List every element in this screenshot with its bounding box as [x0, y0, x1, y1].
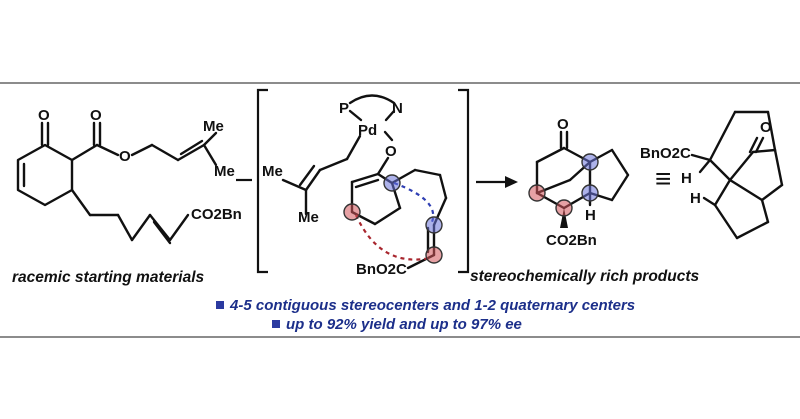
- enolate-oxygen-label: O: [385, 143, 397, 160]
- cage-hydrogen-label-1: H: [681, 170, 692, 187]
- product-structure: O H CO2Bn: [528, 116, 630, 249]
- bullet-marker: [272, 320, 280, 328]
- ester-oxygen-label: O: [90, 107, 102, 124]
- red-atom-marker: [555, 199, 573, 217]
- ether-oxygen-label: O: [119, 148, 131, 165]
- red-atom-marker: [343, 203, 361, 221]
- blue-atom-marker: [425, 216, 443, 234]
- nitrogen-label: N: [392, 100, 403, 117]
- ester-label-cage: BnO2C: [640, 145, 691, 162]
- blue-atom-marker: [383, 174, 401, 192]
- bullet-marker: [216, 301, 224, 309]
- bullet-stereocenters: 4-5 contiguous stereocenters and 1-2 qua…: [229, 297, 635, 314]
- red-atom-marker: [425, 246, 443, 264]
- blue-atom-marker: [581, 153, 599, 171]
- caption-products: stereochemically rich products: [470, 268, 700, 285]
- equivalence-sign: ≡: [655, 163, 671, 194]
- red-atom-marker: [528, 184, 546, 202]
- ester-label-intermediate: BnO2C: [356, 261, 407, 278]
- blue-atom-marker: [581, 184, 599, 202]
- product-oxygen-label: O: [557, 116, 569, 133]
- caption-starting-materials: racemic starting materials: [12, 269, 205, 286]
- methyl-bottom-label: Me: [214, 163, 235, 180]
- bullet-yield-ee: up to 92% yield and up to 97% ee: [286, 316, 522, 333]
- palladium-label: Pd: [358, 122, 377, 139]
- methyl-top-label: Me: [203, 118, 224, 135]
- reaction-arrow: [476, 176, 518, 188]
- phosphorus-label: P: [339, 100, 349, 117]
- product-hydrogen-label: H: [585, 207, 596, 224]
- bullet-list: 4-5 contiguous stereocenters and 1-2 qua…: [216, 297, 635, 333]
- methyl-label-int-1: Me: [262, 163, 283, 180]
- ester-label-left: CO2Bn: [191, 206, 242, 223]
- cage-hydrogen-label-2: H: [690, 190, 701, 207]
- methyl-label-int-2: Me: [298, 209, 319, 226]
- palladium-intermediate: P N Pd Me Me O BnO2C: [256, 88, 470, 278]
- ester-label-product: CO2Bn: [546, 232, 597, 249]
- cage-structure: BnO2C O H H: [640, 110, 784, 240]
- starting-material-structure: O O O Me Me CO2Bn: [16, 107, 242, 245]
- ketone-oxygen-label: O: [38, 107, 50, 124]
